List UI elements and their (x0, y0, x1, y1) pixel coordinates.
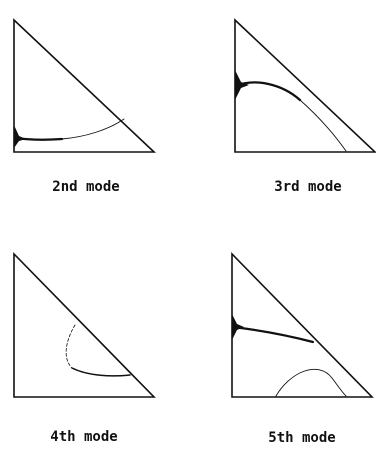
nodal-line (65, 324, 76, 369)
panel-label: 3rd mode (274, 179, 341, 195)
panel-mode-5: 5th mode (231, 252, 374, 446)
corner-singularity-mark (235, 70, 249, 100)
panel-mode-3: 3rd mode (234, 18, 376, 195)
panel-mode-2: 2nd mode (13, 18, 157, 195)
nodal-line (275, 368, 333, 397)
panel-mode-4: 4th mode (13, 252, 156, 445)
triangle-outline (231, 252, 374, 398)
nodal-line (61, 118, 125, 140)
nodal-line (231, 325, 315, 344)
nodal-line (331, 377, 347, 397)
panel-label: 2nd mode (52, 179, 119, 195)
corner-singularity-mark (14, 125, 26, 148)
triangle-outline (234, 18, 376, 153)
triangle-outline (13, 252, 156, 398)
panel-label: 5th mode (268, 430, 335, 446)
nodal-line (299, 99, 347, 152)
nodal-line (71, 367, 131, 377)
corner-singularity-mark (232, 314, 244, 340)
panel-label: 4th mode (50, 429, 117, 445)
triangle-outline (13, 18, 157, 153)
